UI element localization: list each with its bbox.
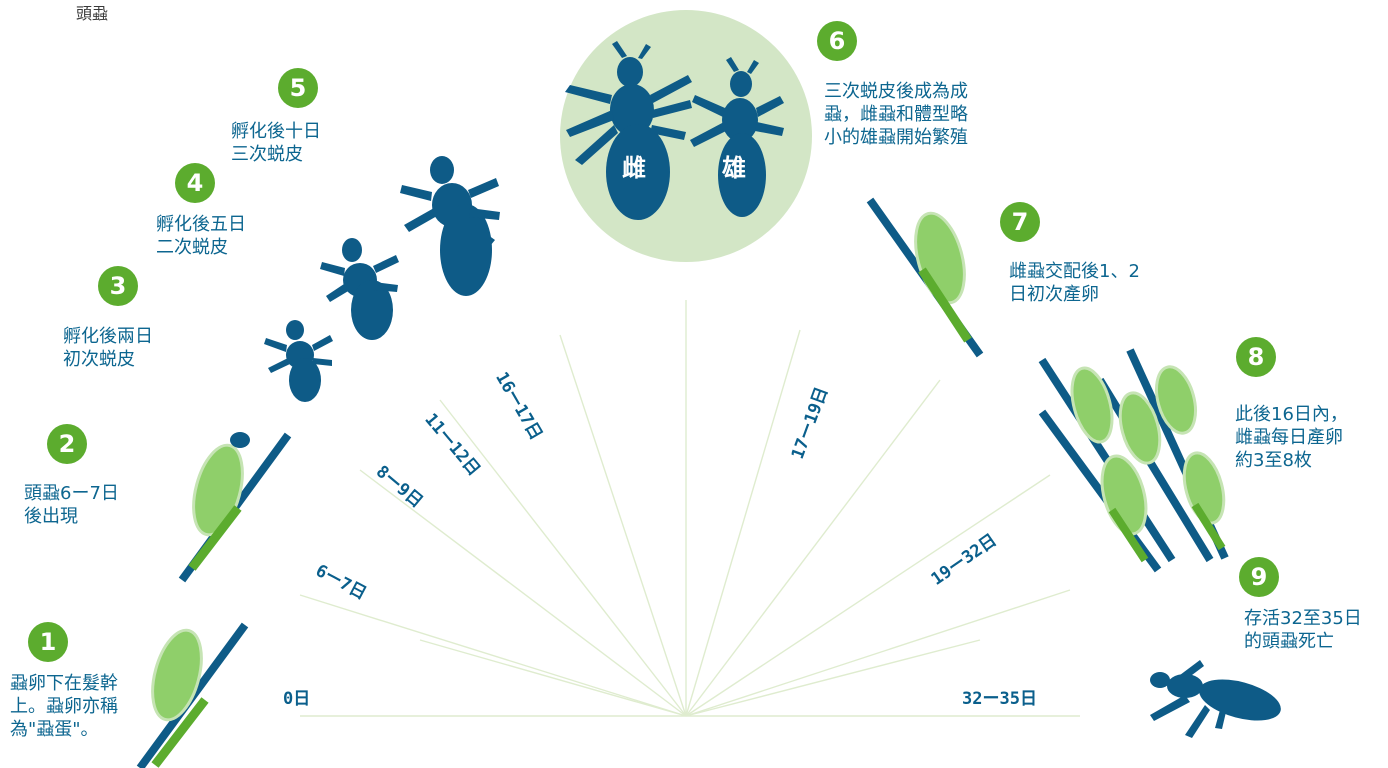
nymph-stage5-icon (400, 156, 500, 296)
stage-2-text: 頭蝨6ー7日 後出現 (24, 482, 119, 528)
stage-4-text: 孵化後五日 二次蜕皮 (156, 213, 246, 259)
stage-1-badge: 1 (28, 622, 68, 662)
stage-9-text: 存活32至35日 的頭蝨死亡 (1244, 607, 1362, 653)
day-label-32-35: 32ー35日 (962, 684, 1037, 709)
eggs-cluster-stage8-icon (1042, 350, 1231, 570)
stage-9-badge: 9 (1239, 557, 1279, 597)
male-label: 雄 (722, 148, 746, 183)
stage-7-badge: 7 (1000, 202, 1040, 242)
egg-on-hair-stage1-icon (140, 625, 245, 768)
egg-on-hair-stage7-icon (870, 200, 980, 355)
nymph-stage3-icon (264, 320, 333, 402)
stage-7-text: 雌蝨交配後1、2 日初次產卵 (1009, 260, 1140, 306)
stage-3-badge: 3 (98, 266, 138, 306)
stage-2-badge: 2 (47, 424, 87, 464)
stage-8-badge: 8 (1236, 337, 1276, 377)
stage-5-text: 孵化後十日 三次蜕皮 (231, 120, 321, 166)
stage-8-text: 此後16日內， 雌蝨每日產卵 約3至8枚 (1235, 403, 1348, 472)
stage-6-text: 三次蜕皮後成為成 蝨，雌蝨和體型略 小的雄蝨開始繁殖 (824, 80, 968, 149)
egg-hatching-stage2-icon (182, 432, 288, 580)
stage-5-badge: 5 (278, 68, 318, 108)
day-label-0: 0日 (283, 684, 310, 709)
female-label: 雌 (622, 148, 646, 183)
nymph-stage4-icon (320, 238, 399, 340)
dead-louse-stage9-icon (1150, 660, 1285, 738)
stage-1-text: 蝨卵下在髮幹 上。蝨卵亦稱 為"蝨蛋"。 (10, 672, 118, 741)
adult-circle (560, 10, 812, 262)
stage-6-badge: 6 (817, 21, 857, 61)
stage-4-badge: 4 (175, 163, 215, 203)
stage-3-text: 孵化後兩日 初次蜕皮 (63, 325, 153, 371)
